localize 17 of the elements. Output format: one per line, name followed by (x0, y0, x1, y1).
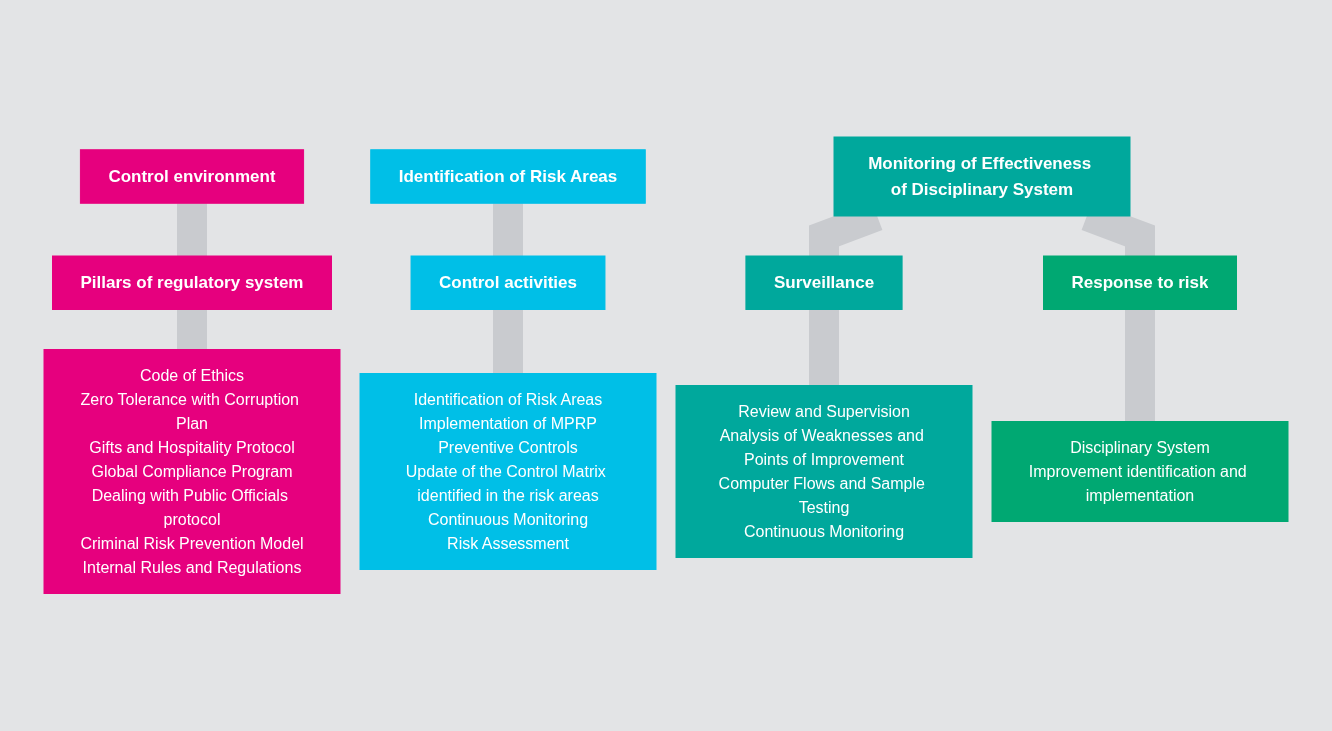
node-box: Surveillance (745, 255, 903, 311)
node-box: Disciplinary System Improvement identification and implementation (991, 421, 1289, 523)
connector (1125, 309, 1155, 422)
node-box: Control environment (79, 149, 305, 204)
node-box: Control activities (410, 255, 606, 311)
node-box: Monitoring of Effectiveness of Disciplinary System (833, 136, 1131, 217)
node-box: Review and Supervision Analysis of Weaknesses and Points of Improvement Computer Flows and Sample Testing Continuous Monitoring (675, 385, 973, 559)
node-box: Identification of Risk Areas (370, 149, 646, 204)
node-box: Code of Ethics Zero Tolerance with Corruption Plan Gifts and Hospitality Protocol Global Compliance Program Dealing with Public Officials protocol Criminal Risk Prevention Model Internal Rules and Regulations (43, 349, 341, 595)
connector (809, 309, 839, 386)
connector (177, 309, 207, 350)
connector (177, 203, 207, 257)
node-box: Identification of Risk Areas Implementation of MPRP Preventive Controls Update of the Control Matrix identified in the risk areas Continuous Monitoring Risk Assessment (359, 373, 657, 571)
connector (493, 203, 523, 257)
connector (493, 309, 523, 374)
node-box: Response to risk (1043, 255, 1237, 311)
node-box: Pillars of regulatory system (52, 255, 332, 311)
